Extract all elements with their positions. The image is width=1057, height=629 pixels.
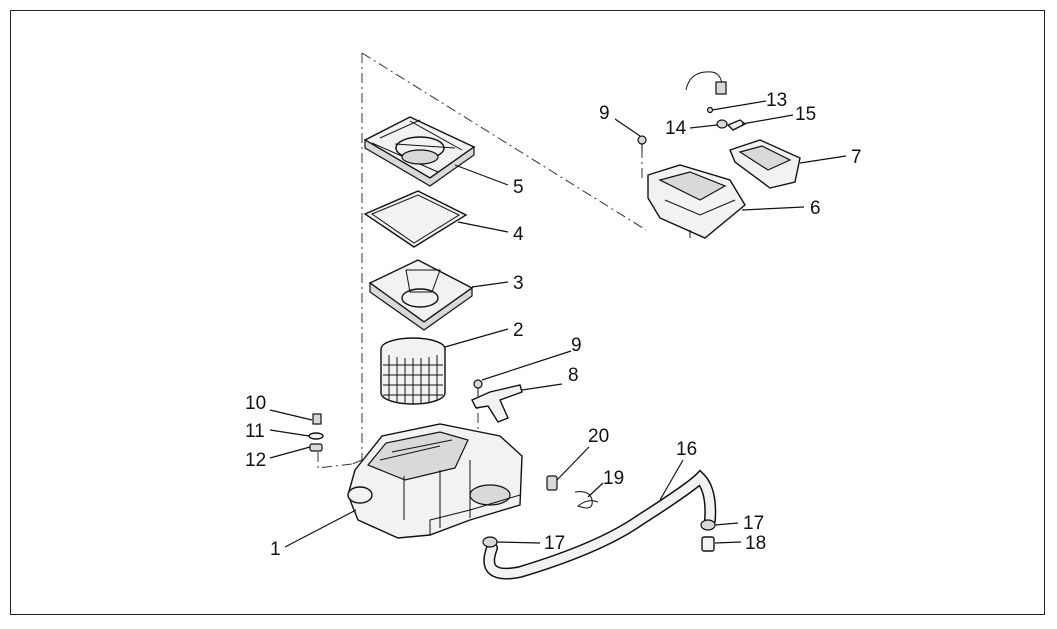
callout-6: 6 (810, 198, 821, 219)
hose-fitting-part (546, 475, 558, 491)
callout-1: 1 (270, 539, 281, 560)
callout-17-left: 17 (544, 533, 565, 554)
screw-part-upper (637, 135, 647, 152)
callout-4: 4 (513, 224, 524, 245)
air-box-housing-part (347, 423, 523, 539)
spring-clip-part (574, 491, 599, 509)
callout-2: 2 (513, 320, 524, 341)
hose-clamp-part-right (700, 519, 716, 531)
callout-12: 12 (245, 450, 266, 471)
callout-5: 5 (513, 177, 524, 198)
callout-20: 20 (588, 426, 609, 447)
bracket-part (471, 384, 523, 423)
callout-8: 8 (568, 365, 579, 386)
cylindrical-filter-part (380, 337, 446, 405)
grid-filter-cover-part (363, 116, 476, 187)
callout-18: 18 (745, 533, 766, 554)
upper-housing-cover-part (647, 164, 746, 239)
small-fastener-parts (685, 71, 747, 131)
callout-14: 14 (665, 118, 687, 139)
callout-labels: 1 2 3 4 5 6 7 8 9 9 10 11 12 13 14 15 16… (245, 90, 862, 560)
drain-plug-part (701, 536, 715, 552)
callout-7: 7 (851, 147, 862, 168)
hose-clamp-part-left (482, 536, 498, 548)
callout-17-right: 17 (743, 513, 764, 534)
diagram-frame (10, 10, 1045, 615)
breather-hose-part (483, 469, 717, 580)
callout-10: 10 (245, 393, 266, 414)
gasket-part (363, 190, 468, 248)
intake-snorkel-part (729, 139, 801, 189)
callout-9-lower: 9 (571, 335, 582, 356)
leader-lines (269, 100, 847, 548)
callout-3: 3 (513, 273, 524, 294)
callout-13: 13 (766, 90, 787, 111)
callout-16: 16 (676, 439, 697, 460)
callout-15: 15 (795, 104, 816, 125)
callout-9-upper: 9 (599, 103, 610, 124)
callout-19: 19 (603, 468, 624, 489)
callout-11: 11 (245, 421, 265, 442)
filter-tray-part (368, 259, 474, 331)
screw-part-lower (473, 379, 483, 396)
